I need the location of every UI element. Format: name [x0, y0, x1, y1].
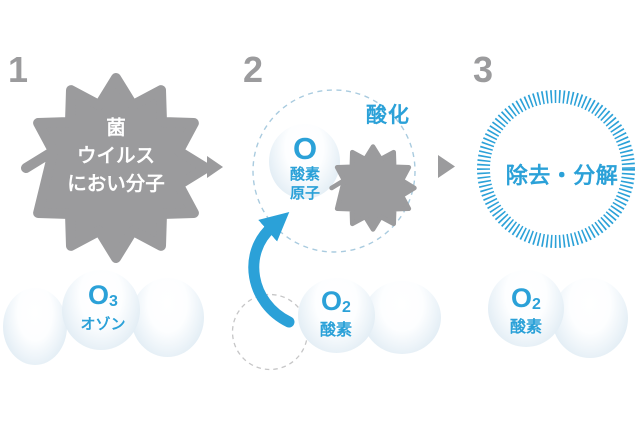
o2-step2-sphere-right [363, 281, 441, 354]
o2-step3-subscript: 2 [532, 296, 541, 313]
oxidation-dashed-circle [252, 89, 416, 253]
oxygen-atom-symbol: O [292, 131, 318, 166]
o3-symbol: O [88, 280, 110, 310]
oxygen-atom-sphere [269, 124, 340, 199]
o3-formula: O3 [53, 280, 153, 315]
o2-step3-symbol: O [511, 283, 533, 313]
o3-molecule-label: O3 オゾン [53, 280, 153, 334]
germ-label-line1: 菌 [106, 117, 126, 139]
tick-ring-icon [477, 90, 635, 248]
germ-starburst-small-icon [329, 144, 417, 232]
step-number-1: 1 [8, 49, 29, 90]
o2-step2-name: 酸素 [319, 322, 352, 339]
o3-sphere-right [131, 278, 204, 357]
o2-step3-formula: O2 [476, 283, 576, 318]
germ-label-line2: ウイルス [76, 145, 155, 167]
germ-label: 菌 ウイルス におい分子 [36, 114, 196, 198]
o3-sphere-left [3, 288, 67, 365]
step-number-3: 3 [473, 49, 494, 90]
result-label: 除去・分解 [505, 163, 619, 188]
germ-label-line3: におい分子 [67, 173, 165, 195]
o2-step2-subscript: 2 [342, 299, 351, 316]
o2-step2-formula: O2 [286, 286, 386, 321]
o2-step3-name: 酸素 [509, 319, 542, 336]
o2-step2-label: O2 酸素 [286, 286, 386, 341]
o3-sphere-center [62, 270, 140, 350]
o3-subscript: 3 [109, 293, 118, 310]
o2-step3-sphere-right [552, 278, 628, 358]
arrow-right-icon-2 [438, 155, 455, 178]
o2-step3-sphere-left [488, 270, 564, 347]
arrow-right-icon-1 [207, 156, 223, 178]
o2-step3-label: O2 酸素 [476, 283, 576, 338]
germ-starburst-icon [21, 73, 211, 263]
oxygen-atom-label: O 酸素 原子 [255, 132, 355, 203]
step-number-2: 2 [243, 49, 264, 90]
curved-arrow-icon [248, 211, 295, 328]
o2-step2-symbol: O [321, 286, 343, 316]
o2-step2-sphere-left [298, 278, 375, 353]
oxygen-atom-label-line2: 原子 [289, 185, 320, 202]
o3-name: オゾン [80, 316, 126, 333]
oxidation-label: 酸化 [366, 104, 410, 127]
oxygen-atom-label-line1: 酸素 [289, 166, 320, 183]
